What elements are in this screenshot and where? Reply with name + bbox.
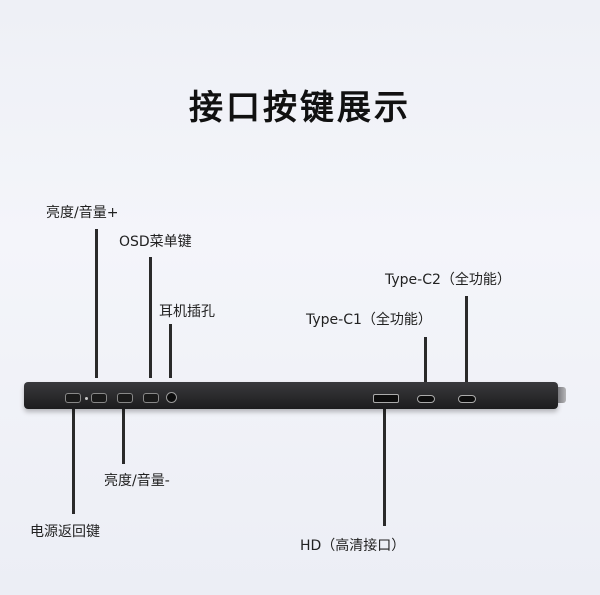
page-title: 接口按键展示: [189, 88, 411, 128]
brightness-volume-minus-line: [122, 406, 125, 464]
type-c2-label: Type-C2（全功能）: [385, 272, 511, 288]
osd-menu-label: OSD菜单键: [119, 234, 192, 250]
osd-menu-button[interactable]: [143, 393, 159, 403]
type-c1-line: [424, 337, 427, 384]
type-c1-label: Type-C1（全功能）: [306, 312, 432, 328]
earphone-jack-label: 耳机插孔: [159, 304, 215, 320]
power-return-label: 电源返回键: [30, 524, 100, 540]
power-return-button[interactable]: [65, 393, 81, 403]
type-c2-port[interactable]: [458, 395, 476, 403]
earphone-jack[interactable]: [166, 392, 177, 403]
hd-port-line: [383, 406, 386, 526]
brightness-volume-plus-button[interactable]: [91, 393, 107, 403]
power-indicator-dot: [85, 397, 88, 400]
brightness-volume-minus-button[interactable]: [117, 393, 133, 403]
hd-port-label: HD（高清接口）: [300, 538, 406, 554]
brightness-volume-minus-label: 亮度/音量-: [104, 473, 170, 489]
type-c1-port[interactable]: [417, 395, 435, 403]
osd-menu-line: [149, 257, 152, 378]
type-c2-line: [465, 296, 468, 384]
earphone-jack-line: [169, 324, 172, 378]
brightness-volume-plus-label: 亮度/音量+: [46, 205, 119, 221]
power-return-line: [72, 406, 75, 514]
hd-port[interactable]: [373, 394, 399, 403]
monitor-end-cap: [558, 387, 566, 403]
brightness-volume-plus-line: [95, 229, 98, 378]
